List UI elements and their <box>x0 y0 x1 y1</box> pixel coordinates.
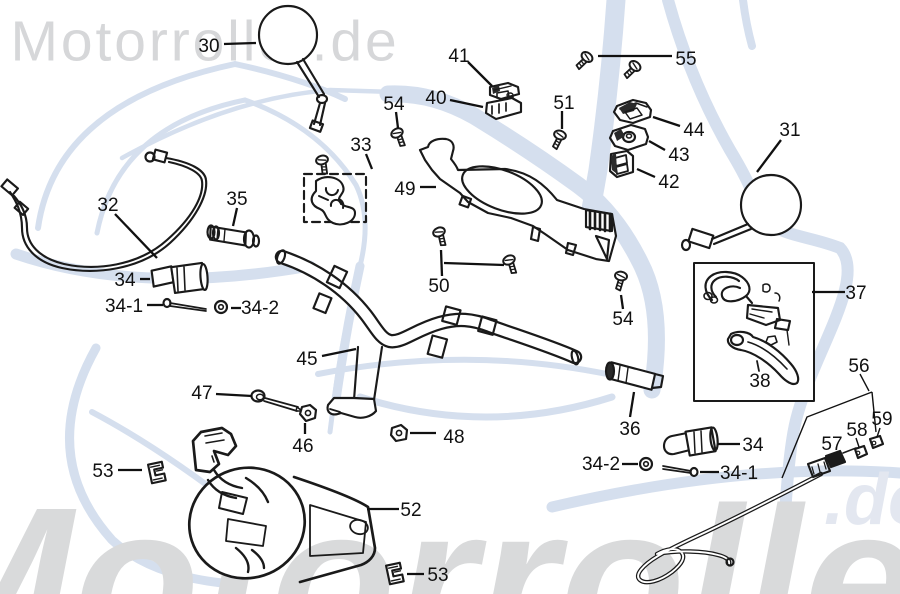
svg-text:34-2: 34-2 <box>241 298 279 319</box>
svg-text:51: 51 <box>553 93 574 114</box>
svg-text:38: 38 <box>749 371 770 392</box>
svg-text:36: 36 <box>619 419 640 440</box>
svg-text:33: 33 <box>350 135 371 156</box>
svg-text:52: 52 <box>400 500 421 521</box>
svg-text:45: 45 <box>296 349 317 370</box>
svg-text:41: 41 <box>448 46 469 67</box>
svg-text:.de: .de <box>824 460 900 540</box>
svg-text:53: 53 <box>92 461 113 482</box>
svg-text:31: 31 <box>779 120 800 141</box>
svg-text:34: 34 <box>114 270 136 291</box>
svg-text:55: 55 <box>675 49 696 70</box>
svg-text:34-1: 34-1 <box>105 296 143 317</box>
svg-text:58: 58 <box>846 420 867 441</box>
svg-text:42: 42 <box>658 172 679 193</box>
svg-text:Motorroller.de: Motorroller.de <box>11 10 400 74</box>
svg-text:34: 34 <box>742 435 764 456</box>
svg-text:32: 32 <box>97 195 118 216</box>
svg-text:34-1: 34-1 <box>720 463 758 484</box>
svg-text:49: 49 <box>394 179 415 200</box>
svg-text:48: 48 <box>443 427 464 448</box>
svg-text:47: 47 <box>191 383 212 404</box>
svg-text:40: 40 <box>425 88 446 109</box>
svg-text:57: 57 <box>821 434 842 455</box>
svg-text:44: 44 <box>683 120 705 141</box>
svg-text:37: 37 <box>845 283 866 304</box>
svg-text:35: 35 <box>226 189 247 210</box>
svg-text:46: 46 <box>292 436 313 457</box>
svg-text:56: 56 <box>848 356 869 377</box>
svg-text:50: 50 <box>428 276 449 297</box>
svg-text:59: 59 <box>871 409 892 430</box>
svg-text:Motorroller: Motorroller <box>0 465 900 594</box>
svg-text:54: 54 <box>383 94 405 115</box>
svg-text:54: 54 <box>612 309 634 330</box>
svg-text:43: 43 <box>668 145 689 166</box>
svg-text:34-2: 34-2 <box>582 454 620 475</box>
svg-text:53: 53 <box>427 565 448 586</box>
svg-text:30: 30 <box>198 36 219 57</box>
